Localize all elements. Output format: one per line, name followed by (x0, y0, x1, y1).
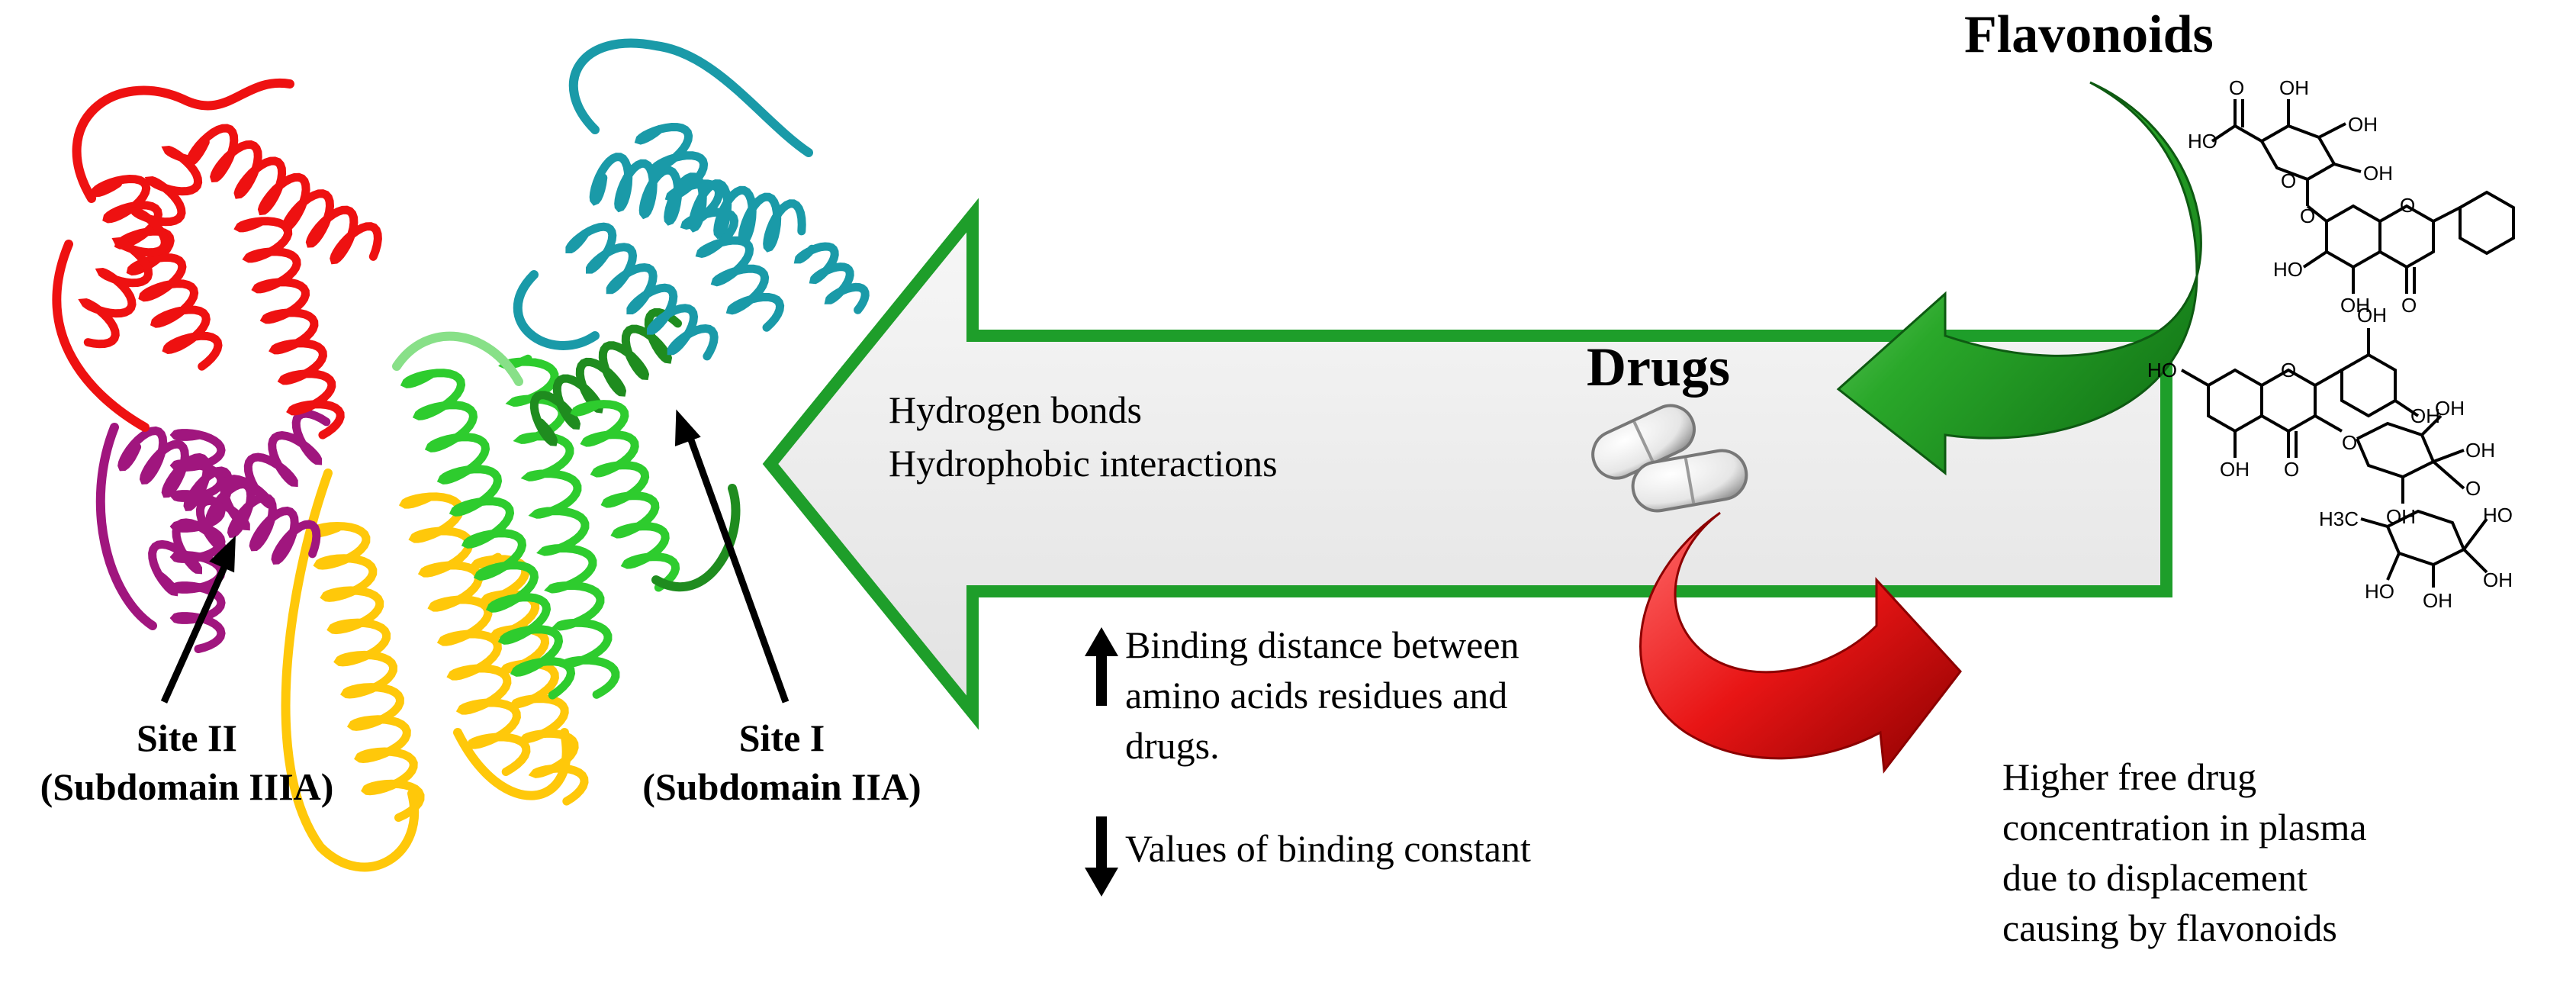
purple-helix-c (169, 429, 226, 653)
flavonoid-molecule-one (2211, 99, 2515, 294)
outcome-line-three: due to displacement (2002, 856, 2307, 899)
site-one-subdomain: (Subdomain IIA) (642, 765, 921, 808)
decrease-effect-text: Values of binding constant (1125, 827, 1531, 870)
m2-oh-c: OH (2386, 505, 2416, 528)
red-helix-c (233, 217, 345, 440)
yellow-loop-b (453, 728, 571, 800)
m1-oh3: OH (2363, 162, 2393, 185)
m1-carbonyl: O (2229, 76, 2245, 99)
drug-pills-icon (1591, 404, 1748, 513)
m2-oh-top: OH (2357, 304, 2387, 327)
m1-carboxyl: HO (2188, 130, 2217, 153)
yellow-loop (281, 469, 420, 872)
m2-oh-mid: OH (2410, 404, 2440, 427)
green-loop-b (651, 484, 741, 591)
m2-ring-o: O (2281, 359, 2297, 382)
green-helix-d (570, 400, 680, 592)
interaction-line-one: Hydrogen bonds (889, 388, 1142, 431)
increase-arrow-icon (1085, 627, 1118, 706)
m2-link-o: O (2342, 431, 2358, 454)
m1-link-o: O (2300, 204, 2316, 227)
albumin-protein-structure (52, 38, 870, 872)
m2-oh-g: HO (2483, 504, 2513, 526)
drugs-label: Drugs (1587, 336, 1731, 398)
green-loop-a (392, 331, 523, 386)
m2-oh-b: OH (2465, 439, 2495, 462)
green-curved-arrow (1836, 81, 2202, 476)
m1-oh2: OH (2348, 113, 2378, 136)
site-one-title: Site I (738, 716, 825, 759)
cyan-helix-c (565, 222, 719, 361)
red-helix-d (78, 146, 203, 349)
increase-line-one: Binding distance between (1125, 623, 1520, 666)
yellow-helix-a (306, 521, 425, 823)
flavonoid-molecule-two (2181, 328, 2488, 588)
red-helix-a (90, 174, 223, 371)
m2-oh-d: OH (2220, 458, 2250, 481)
m2-oh-e: HO (2365, 580, 2394, 603)
increase-effect-text: Binding distance between amino acids res… (1125, 620, 1520, 771)
outcome-line-one: Higher free drug (2002, 755, 2257, 798)
cyan-loop-a (568, 38, 813, 157)
flavonoids-title: Flavonoids (1964, 5, 2214, 64)
green-helix-a (400, 369, 576, 700)
site-two-label: Site II (Subdomain IIIA) (8, 713, 366, 811)
outcome-line-two: concentration in plasma (2002, 806, 2367, 848)
m2-oh-f: OH (2423, 589, 2452, 612)
m2-ho-left: HO (2147, 359, 2177, 382)
m1-ring-o: O (2281, 169, 2297, 192)
outcome-text: Higher free drug concentration in plasma… (2002, 752, 2367, 953)
purple-loop (95, 423, 157, 630)
cyan-helix-a (589, 153, 806, 253)
m1-ho-a: HO (2273, 258, 2303, 281)
increase-line-three: drugs. (1125, 724, 1220, 767)
purple-helix-b (148, 409, 331, 597)
cyan-loop-b (513, 270, 600, 350)
red-curved-arrow (1639, 511, 1962, 774)
cyan-helix-d (793, 242, 870, 314)
site-one-pointer (674, 409, 790, 704)
green-helix-c (529, 308, 682, 446)
yellow-helix-b (398, 492, 531, 776)
decrease-arrow-icon (1085, 816, 1118, 897)
interaction-line-two: Hydrophobic interactions (889, 442, 1278, 485)
m2-oh-h: OH (2483, 568, 2513, 591)
increase-line-two: amino acids residues and (1125, 674, 1508, 716)
site-two-subdomain: (Subdomain IIIA) (40, 765, 334, 808)
m2-oh-a: OH (2435, 397, 2465, 420)
site-one-label: Site I (Subdomain IIA) (603, 713, 961, 811)
m2-keto: O (2284, 458, 2300, 481)
outcome-line-four: causing by flavonoids (2002, 906, 2337, 949)
site-two-title: Site II (137, 716, 237, 759)
interaction-arrow (762, 198, 2172, 730)
m2-methyl: H3C (2319, 507, 2359, 530)
red-helix-b (185, 124, 382, 265)
red-loop-b (52, 240, 150, 432)
red-loop-a (72, 78, 294, 203)
m1-oh1: OH (2279, 76, 2309, 99)
m2-sugar-o: O (2465, 477, 2481, 500)
m1-keto: O (2401, 294, 2417, 317)
m1-ring-o2: O (2400, 194, 2416, 217)
cyan-helix-b (634, 122, 785, 332)
m1-oh-b: OH (2340, 294, 2370, 317)
site-two-pointer (160, 535, 236, 704)
